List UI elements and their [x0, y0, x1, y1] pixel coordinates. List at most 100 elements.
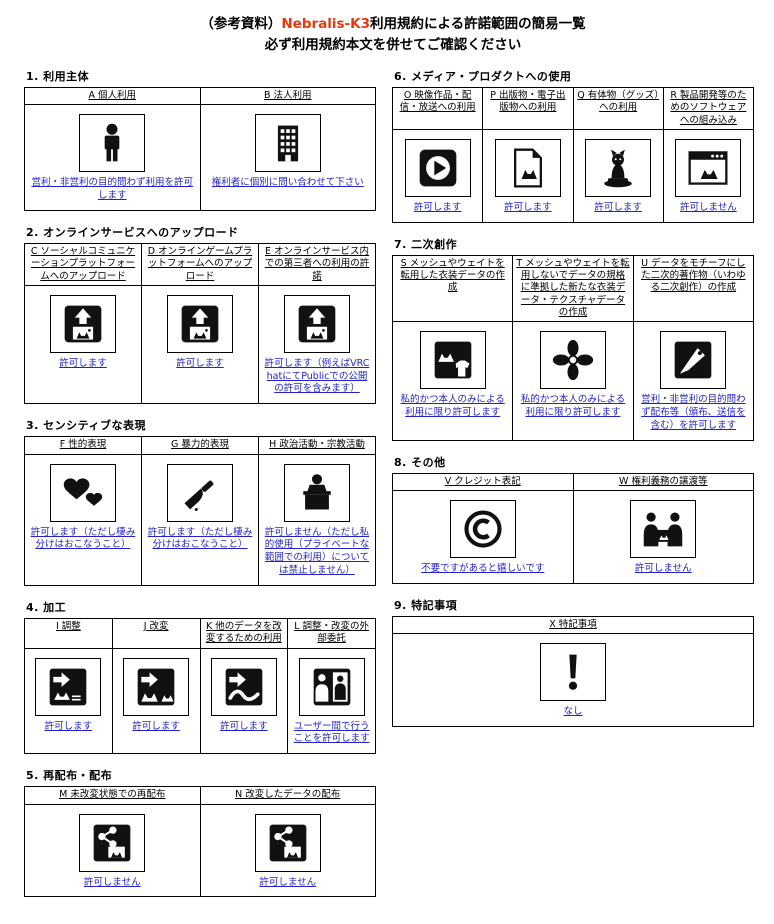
- body-row: 許可します（ただし棲み分けはおこなうこと）許可します（ただし棲み分けはおこなうこ…: [24, 453, 376, 586]
- item-body: なし: [392, 633, 754, 728]
- section-heading: 7. 二次創作: [394, 237, 458, 251]
- item-header: J 改変: [111, 617, 201, 649]
- adjust-icon: =: [35, 657, 102, 716]
- item-header: U データをモチーフにした二次的著作物（いわゆる二次創作）の作成: [632, 254, 755, 323]
- body-row: =許可します許可します許可しますユーザー間で行うことを許可します: [24, 647, 376, 755]
- document-title-block: （参考資料）Nebralis-K3利用規約による許諾範囲の簡易一覧 必ず利用規約…: [24, 14, 762, 56]
- item-body: 許可しません: [24, 803, 201, 898]
- permission-status: 許可します: [413, 201, 462, 213]
- item-body: 許可します: [141, 284, 259, 405]
- knife-icon: [167, 463, 233, 522]
- permission-status: 私的かつ本人のみによる利用に限り許可します: [520, 394, 626, 419]
- permission-status: 許可します: [59, 357, 107, 369]
- item-body: 許可します: [391, 128, 484, 223]
- permission-status: 許可しません: [680, 201, 737, 213]
- section-heading: 5. 再配布・配布: [26, 769, 113, 783]
- item-header: V クレジット表記: [392, 472, 574, 492]
- item-header: A 個人利用: [24, 86, 201, 106]
- permission-status: 私的かつ本人のみによる利用に限り許可します: [400, 394, 505, 419]
- item-header: F 性的表現: [24, 436, 142, 455]
- permission-status: 許可します（ただし棲み分けはおこなうこと）: [147, 526, 253, 551]
- header-row: X 特記事項: [392, 615, 754, 635]
- body-row: 不要ですがあると嬉しいです 許可しません: [392, 490, 754, 584]
- item-header: E オンラインサービス内での第三者への利用の許諾: [258, 242, 376, 286]
- item-body: = 許可します: [24, 647, 113, 755]
- item-body: 許可します（ただし棲み分けはおこなうこと）: [141, 453, 259, 586]
- modify-icon: [123, 657, 190, 716]
- permission-status: 許可します: [44, 720, 93, 732]
- upload-icon: [167, 294, 233, 353]
- item-body: 営利・非営利の目的問わず利用を許可します: [24, 104, 201, 211]
- permission-status: 権利者に個別に問い合わせて下さい: [211, 177, 364, 189]
- item-body: 許可します: [199, 647, 289, 755]
- title-prefix: （参考資料）: [200, 16, 282, 32]
- pen-icon: [660, 331, 727, 390]
- item-body: 許可しません: [572, 490, 754, 584]
- title-suffix: 利用規約による許諾範囲の簡易一覧: [370, 16, 586, 32]
- software-window-icon: [675, 138, 742, 197]
- permission-status: 許可しません（ただし私的使用（プライベートな範囲での利用）については禁止しません…: [264, 526, 370, 577]
- item-body: 許可します: [482, 128, 574, 223]
- figurine-icon: [585, 138, 652, 197]
- texture-flower-icon: [539, 331, 606, 390]
- item-body: 不要ですがあると嬉しいです: [392, 490, 574, 584]
- body-row: 私的かつ本人のみによる利用に限り許可します私的かつ本人のみによる利用に限り許可し…: [391, 321, 755, 441]
- item-header: H 政治活動・宗教活動: [258, 436, 376, 455]
- product-name: Nebralis-K3: [281, 16, 371, 32]
- share-icon: [254, 813, 321, 872]
- document-icon: [494, 138, 561, 197]
- section-heading: 6. メディア・プロダクトへの使用: [394, 69, 572, 83]
- item-body: 許可します: [111, 647, 201, 755]
- podium-icon: [284, 463, 350, 522]
- permission-status: 不要ですがあると嬉しいです: [421, 563, 545, 575]
- item-header: G 暴力的表現: [141, 436, 259, 455]
- item-body: 私的かつ本人のみによる利用に限り許可します: [391, 321, 514, 441]
- exclamation-icon: [540, 643, 606, 702]
- item-header: P 出版物・電子出版物への利用: [482, 86, 574, 130]
- item-header: D オンラインゲームプラットフォームへのアップロード: [141, 242, 259, 286]
- body-row: 許可します許可します許可します許可しません: [391, 128, 755, 223]
- transfer-icon: [630, 500, 697, 559]
- permission-status: 許可します: [594, 201, 642, 213]
- item-body: 許可します（ただし棲み分けはおこなうこと）: [24, 453, 142, 586]
- permission-status: 許可しません: [634, 563, 692, 575]
- item-header: N 改変したデータの配布: [199, 786, 376, 805]
- item-body: 許可しません: [662, 128, 755, 223]
- item-header: S メッシュやウェイトを転用した衣装データの作成: [391, 254, 514, 323]
- permission-status: 許可しません: [259, 876, 317, 888]
- item-body: 営利・非営利の目的問わず配布等（頒布、送信を含む）を許可します: [632, 321, 755, 441]
- section-heading: 1. 利用主体: [26, 69, 90, 83]
- permission-status: なし: [563, 706, 583, 718]
- item-body: 許可します: [24, 284, 142, 405]
- section-heading: 8. その他: [394, 455, 446, 469]
- permission-status: 許可します（例えばVRChatにてPublicでの公開の許可を含みます）: [264, 357, 370, 395]
- item-body: 許可しません（ただし私的使用（プライベートな範囲での利用）については禁止しません…: [258, 453, 376, 586]
- item-body: 私的かつ本人のみによる利用に限り許可します: [512, 321, 634, 441]
- item-header: T メッシュやウェイトを転用しないでデータの規格に準拠した新たな衣装データ・テク…: [512, 254, 634, 323]
- document-subtitle: 必ず利用規約本文を併せてご確認ください: [264, 36, 522, 53]
- permission-status: 許可します: [176, 357, 224, 369]
- item-body: 許可しません: [199, 803, 376, 898]
- body-row: 営利・非営利の目的問わず利用を許可します権利者に個別に問い合わせて下さい: [24, 104, 376, 211]
- svg-text:=: =: [71, 690, 83, 706]
- outsource-icon: [298, 657, 365, 716]
